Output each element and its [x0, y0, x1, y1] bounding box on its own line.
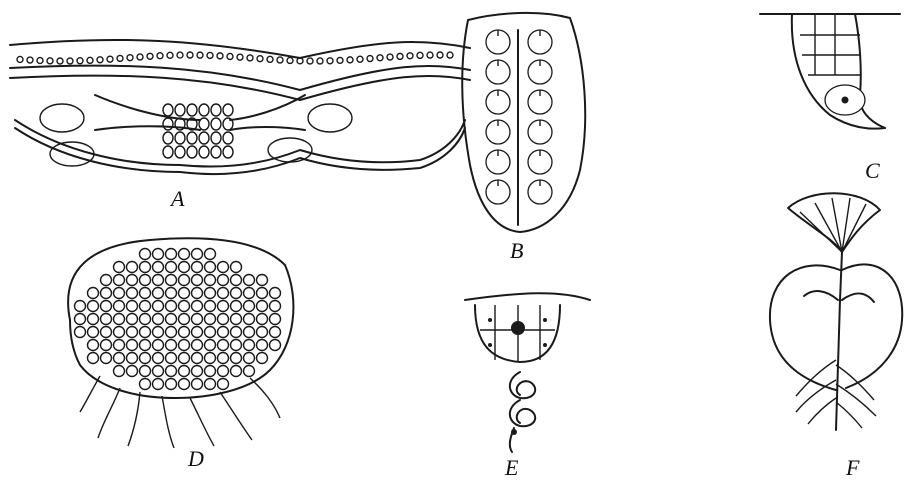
panel-b-illustration — [462, 13, 585, 232]
panel-d-illustration — [68, 238, 293, 448]
panel-a-label: A — [171, 188, 184, 210]
panel-e-label: E — [505, 457, 518, 479]
panel-c-label: C — [865, 160, 880, 182]
panel-f-illustration — [770, 193, 902, 430]
panel-c-illustration — [760, 14, 900, 129]
panel-d-label: D — [188, 448, 204, 470]
panel-e-illustration — [465, 293, 590, 452]
panel-f-label: F — [846, 457, 859, 479]
panel-a-illustration — [10, 40, 470, 174]
panel-b-label: B — [510, 240, 523, 262]
